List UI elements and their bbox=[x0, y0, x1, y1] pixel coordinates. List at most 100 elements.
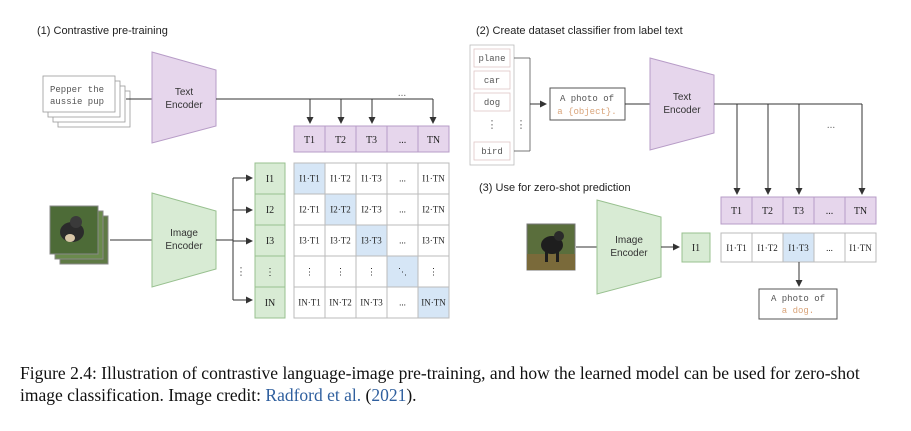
text-token-row: T1 T2 T3 ... TN bbox=[293, 125, 450, 153]
matrix-cell-label: I1·T2 bbox=[330, 174, 351, 184]
svg-text:⋮: ⋮ bbox=[236, 266, 247, 278]
matrix-cell bbox=[293, 193, 326, 226]
svg-text:...: ... bbox=[827, 119, 836, 131]
image-token-column: I1 I2 I3 ⋮ IN bbox=[254, 162, 286, 319]
citation-year[interactable]: 2021 bbox=[371, 385, 407, 405]
zs-score: I1·TN bbox=[849, 243, 872, 253]
matrix-cell-label: ... bbox=[399, 298, 406, 308]
matrix-cell-label: ⋱ bbox=[398, 267, 407, 277]
text-encoder-label1: Text bbox=[175, 87, 194, 98]
matrix-cell-label: I3·T1 bbox=[299, 236, 320, 246]
text-token: T1 bbox=[304, 135, 315, 146]
matrix-cell-label: I1·T3 bbox=[361, 174, 382, 184]
input-text-line2: aussie pup bbox=[50, 97, 104, 107]
matrix-cell-diagonal bbox=[293, 162, 326, 195]
image-encoder-2-label1: Image bbox=[615, 235, 643, 246]
matrix-cell-label: IN·TN bbox=[421, 298, 446, 308]
text-encoder-2: Text Encoder bbox=[649, 57, 715, 151]
matrix-cell-label: IN·T3 bbox=[360, 298, 383, 308]
matrix-cell-label: I3·T2 bbox=[330, 236, 351, 246]
matrix-cell-label: ... bbox=[399, 205, 406, 215]
matrix-cell bbox=[324, 162, 357, 195]
image-encoder-2: Image Encoder bbox=[596, 199, 662, 295]
zs-token-row: T1 T2 T3 ... TN bbox=[720, 196, 877, 225]
figure-caption: Figure 2.4: Illustration of contrastive … bbox=[20, 362, 900, 406]
matrix-cell-label: ⋮ bbox=[367, 267, 376, 277]
matrix-cell-label: I1·TN bbox=[422, 174, 445, 184]
image-encoder-2-label2: Encoder bbox=[610, 248, 648, 259]
prompt-template: A photo of a {object}. bbox=[549, 87, 626, 121]
citation-authors[interactable]: Radford et al. bbox=[265, 385, 362, 405]
matrix-cell-label: ... bbox=[399, 174, 406, 184]
zs-score-row: I1·T1 I1·T2 I1·T3 ... I1·TN bbox=[720, 232, 877, 263]
zs-score: I1·T1 bbox=[726, 243, 747, 253]
zs-image-token: I1 bbox=[681, 232, 711, 263]
label-list: plane car dog ⋮ bird bbox=[469, 44, 515, 166]
similarity-matrix: I1·T1 I1·T2 I1·T3... I1·TN I2·T1 I2·T2 I2·T3..… bbox=[293, 162, 450, 319]
input-text-line1: Pepper the bbox=[50, 85, 104, 95]
image-token: I2 bbox=[266, 205, 274, 216]
zs-token: TN bbox=[854, 206, 867, 217]
label-item: dog bbox=[484, 98, 500, 108]
text-encoder-1: Text Encoder bbox=[151, 51, 217, 144]
svg-text:...: ... bbox=[398, 87, 407, 99]
clip-diagram: (1) Contrastive pre-training Pepper the … bbox=[37, 25, 877, 320]
template-line2: a {object}. bbox=[557, 107, 616, 117]
matrix-cell bbox=[417, 193, 450, 226]
matrix-cell bbox=[355, 193, 388, 226]
caption-close: ). bbox=[406, 385, 417, 405]
text-encoder-2-label2: Encoder bbox=[663, 105, 701, 116]
image-token: I3 bbox=[266, 236, 274, 247]
zs-dog-image bbox=[526, 223, 576, 271]
matrix-cell bbox=[386, 286, 419, 319]
text-token: ... bbox=[399, 135, 407, 146]
label-item: bird bbox=[481, 147, 503, 157]
label-item: car bbox=[484, 76, 500, 86]
matrix-cell-label: I2·T1 bbox=[299, 205, 320, 215]
matrix-cell bbox=[293, 255, 326, 288]
matrix-cell-label: I2·T3 bbox=[361, 205, 382, 215]
image-input-stack bbox=[49, 205, 109, 265]
matrix-cell bbox=[293, 286, 326, 319]
text-token: TN bbox=[427, 135, 440, 146]
zs-output: A photo of a dog. bbox=[758, 288, 838, 320]
matrix-cell-label: IN·T2 bbox=[329, 298, 352, 308]
section3-title: (3) Use for zero-shot prediction bbox=[479, 182, 631, 194]
matrix-cell-diagonal bbox=[417, 286, 450, 319]
matrix-cell-label: I3·T3 bbox=[361, 236, 382, 246]
output-line1: A photo of bbox=[771, 294, 825, 304]
matrix-cell-label: IN·T1 bbox=[298, 298, 321, 308]
text-encoder-2-label1: Text bbox=[673, 92, 692, 103]
template-line1: A photo of bbox=[560, 94, 614, 104]
text-token: T3 bbox=[366, 135, 377, 146]
caption-text: Figure 2.4: Illustration of contrastive … bbox=[20, 363, 860, 405]
matrix-cell-label: I2·T2 bbox=[330, 205, 351, 215]
zs-token: T1 bbox=[731, 206, 742, 217]
image-encoder-1: Image Encoder bbox=[151, 192, 217, 288]
matrix-cell-label: ⋮ bbox=[305, 267, 314, 277]
zs-token: T2 bbox=[762, 206, 773, 217]
matrix-cell bbox=[417, 224, 450, 257]
label-item: plane bbox=[478, 54, 505, 64]
caption-open: ( bbox=[361, 385, 372, 405]
text-input-stack: Pepper the aussie pup bbox=[42, 75, 131, 128]
matrix-cell-label: ⋮ bbox=[336, 267, 345, 277]
matrix-cell-label: I2·TN bbox=[422, 205, 445, 215]
zs-token: T3 bbox=[793, 206, 804, 217]
svg-text:I1: I1 bbox=[692, 243, 700, 254]
svg-text:⋮: ⋮ bbox=[516, 119, 527, 131]
section2-title: (2) Create dataset classifier from label… bbox=[476, 25, 683, 37]
image-encoder-label1: Image bbox=[170, 228, 198, 239]
image-token: I1 bbox=[266, 174, 274, 185]
zs-score: I1·T2 bbox=[757, 243, 778, 253]
section1-title: (1) Contrastive pre-training bbox=[37, 25, 168, 37]
matrix-cell-label: I1·T1 bbox=[299, 174, 320, 184]
matrix-cell-label: ... bbox=[399, 236, 406, 246]
label-item: ⋮ bbox=[487, 119, 498, 131]
matrix-cell-label: ⋮ bbox=[429, 267, 438, 277]
zs-score: ... bbox=[826, 243, 833, 253]
matrix-cell bbox=[417, 162, 450, 195]
image-token: IN bbox=[265, 298, 276, 309]
text-encoder-label2: Encoder bbox=[165, 100, 203, 111]
image-encoder-label2: Encoder bbox=[165, 241, 203, 252]
